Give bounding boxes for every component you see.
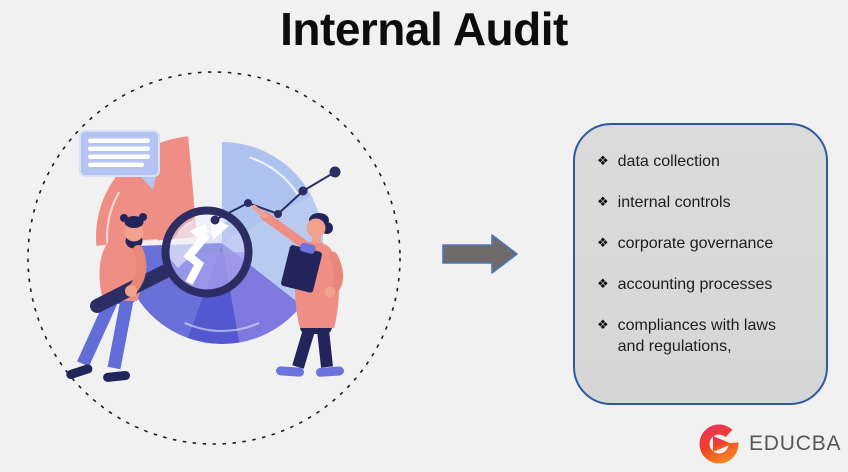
person-left xyxy=(66,213,171,382)
list-item-label: accounting processes xyxy=(617,276,773,293)
educba-logo-text: EDUCBA xyxy=(749,432,842,455)
diamond-bullet-icon: ❖ xyxy=(597,236,609,251)
list-item: ❖ data collection xyxy=(597,151,810,172)
list-item: ❖ internal controls xyxy=(597,192,810,213)
list-item: ❖ compliances with laws and regulations, xyxy=(597,315,810,357)
dashed-circle xyxy=(27,71,401,445)
list-item-label: corporate governance xyxy=(617,235,774,252)
line-graph xyxy=(210,166,341,225)
audit-scope-list: ❖ data collection ❖ internal controls ❖ … xyxy=(597,151,810,357)
diamond-bullet-icon: ❖ xyxy=(597,318,609,333)
person-right xyxy=(251,204,344,377)
diamond-bullet-icon: ❖ xyxy=(597,277,609,292)
list-item-label: data collection xyxy=(617,153,720,170)
audit-illustration xyxy=(27,71,401,445)
list-item-label: internal controls xyxy=(617,194,731,211)
page-title: Internal Audit xyxy=(280,3,568,55)
list-item-label: compliances with laws and regulations, xyxy=(617,317,776,355)
educba-logo: EDUCBA xyxy=(696,420,841,468)
list-item: ❖ accounting processes xyxy=(597,274,810,295)
diamond-bullet-icon: ❖ xyxy=(597,195,609,210)
list-item: ❖ corporate governance xyxy=(597,233,810,254)
speech-bubble-icon xyxy=(79,130,160,190)
diamond-bullet-icon: ❖ xyxy=(597,154,609,169)
audit-scope-box: ❖ data collection ❖ internal controls ❖ … xyxy=(573,123,828,405)
educba-logo-icon xyxy=(699,424,742,464)
magnifier-icon xyxy=(161,206,253,298)
arrow-right-icon xyxy=(442,234,518,274)
